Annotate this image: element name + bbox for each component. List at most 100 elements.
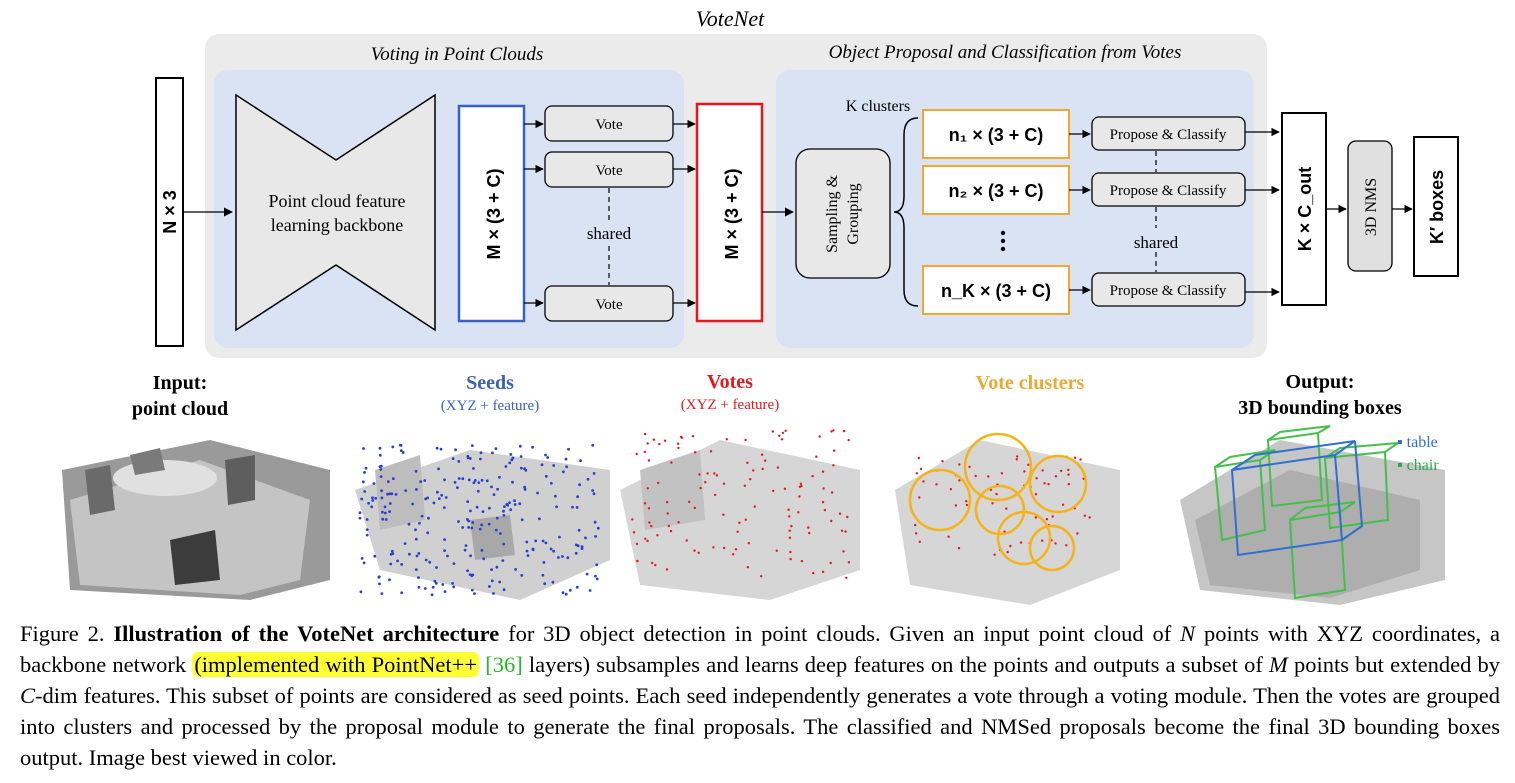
point-dot	[744, 518, 747, 521]
point-dot	[430, 593, 434, 597]
final-box	[1413, 136, 1459, 277]
point-dot	[519, 455, 523, 458]
point-dot	[431, 585, 435, 589]
point-dot	[487, 522, 491, 526]
point-dot	[808, 531, 811, 535]
point-dot	[965, 500, 968, 503]
point-dot	[722, 513, 725, 516]
point-dot	[666, 512, 669, 515]
citation-link[interactable]: [36]	[485, 652, 523, 677]
point-dot	[588, 589, 592, 592]
point-dot	[697, 551, 700, 554]
point-dot	[488, 506, 491, 510]
point-dot	[443, 478, 446, 482]
point-dot	[798, 495, 801, 498]
point-dot	[478, 527, 482, 531]
point-dot	[400, 563, 404, 566]
point-dot	[746, 566, 750, 569]
point-dot	[378, 582, 381, 586]
point-dot	[388, 502, 392, 505]
point-dot	[520, 518, 524, 522]
point-dot	[576, 495, 579, 499]
point-dot	[427, 516, 430, 520]
point-dot	[974, 474, 977, 478]
point-dot	[722, 482, 726, 485]
point-dot	[635, 542, 639, 546]
point-dot	[775, 549, 778, 552]
point-dot	[941, 460, 944, 463]
point-dot	[399, 444, 403, 447]
propose-label-k: Propose & Classify	[1110, 283, 1227, 299]
point-dot	[541, 573, 545, 577]
point-dot	[632, 531, 636, 534]
point-dot	[468, 573, 472, 576]
point-dot	[1034, 493, 1038, 496]
clusters-title: Vote clusters	[975, 372, 1085, 394]
cluster-circle	[1028, 524, 1076, 572]
point-dot	[424, 558, 428, 562]
point-dot	[991, 502, 994, 505]
point-dot	[568, 588, 572, 592]
point-dot	[468, 457, 472, 460]
point-dot	[957, 546, 961, 550]
point-dot	[544, 541, 548, 545]
point-dot	[518, 502, 522, 506]
point-dot	[1079, 458, 1082, 461]
caption-part1: for 3D object detection in point clouds.…	[508, 621, 1172, 646]
point-dot	[663, 439, 667, 442]
cluster-box-1	[922, 109, 1070, 159]
point-dot	[453, 481, 457, 484]
point-dot	[544, 453, 547, 457]
point-dot	[379, 468, 383, 471]
point-dot	[1019, 541, 1023, 544]
point-dot	[747, 542, 750, 545]
proposal-title: Object Proposal and Classification from …	[829, 42, 1182, 63]
point-dot	[564, 592, 568, 596]
point-dot	[383, 511, 387, 515]
point-dot	[821, 470, 825, 473]
point-dot	[538, 517, 541, 521]
point-dot	[390, 492, 394, 496]
seeds-title: Seeds	[466, 372, 514, 394]
votes-point-cloud-image	[620, 429, 860, 600]
point-dot	[415, 488, 418, 491]
point-dot	[845, 576, 848, 579]
point-dot	[399, 449, 403, 452]
point-dot	[654, 563, 657, 567]
point-dot	[520, 466, 523, 470]
point-dot	[380, 496, 384, 500]
point-dot	[643, 450, 647, 454]
point-dot	[414, 537, 418, 541]
point-dot	[428, 560, 432, 564]
propose-box-k	[1091, 272, 1246, 307]
point-dot	[388, 510, 391, 513]
point-dot	[591, 489, 594, 492]
point-dot	[510, 458, 514, 462]
point-dot	[361, 480, 365, 484]
point-dot	[442, 506, 446, 509]
point-dot	[1005, 507, 1008, 510]
point-dot	[709, 450, 713, 453]
seeds-box-label: M × (3 + C)	[484, 168, 504, 259]
point-dot	[536, 491, 539, 495]
point-dot	[371, 499, 375, 502]
point-dot	[490, 579, 494, 583]
point-dot	[470, 526, 474, 530]
point-dot	[847, 561, 851, 564]
point-dot	[380, 592, 384, 595]
point-dot	[644, 537, 647, 540]
point-dot	[1006, 550, 1009, 554]
point-dot	[725, 438, 728, 441]
output-title-line2: 3D bounding boxes	[1238, 397, 1402, 419]
point-dot	[646, 539, 649, 543]
point-dot	[494, 447, 498, 450]
point-dot	[479, 451, 483, 455]
point-dot	[541, 539, 545, 543]
point-dot	[760, 453, 764, 456]
point-dot	[677, 446, 680, 450]
point-dot	[752, 469, 755, 472]
point-dot	[492, 592, 495, 595]
backbone-label-2: learning backbone	[271, 215, 403, 235]
point-dot	[1083, 514, 1087, 517]
